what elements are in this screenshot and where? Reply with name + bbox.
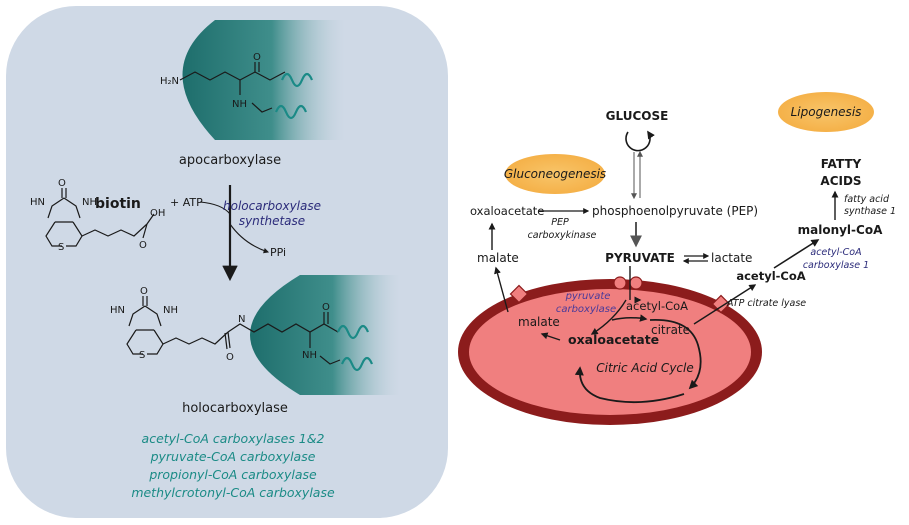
malate-out-label: malate: [477, 251, 519, 265]
nh-label: NH: [232, 99, 247, 110]
fas-label-line1: fatty acid: [844, 194, 890, 205]
holocarboxylase-structure: [126, 296, 341, 365]
carboxylase-item: methylcrotonyl-CoA carboxylase: [131, 485, 335, 500]
holo-nh2-label: NH: [302, 350, 317, 361]
malate-transporter: [509, 284, 529, 304]
tca-label: Citric Acid Cycle: [596, 361, 693, 375]
biotin-o-label: O: [58, 178, 66, 189]
citrate-transporter: [711, 294, 731, 314]
citric-acid-cycle: Citric Acid Cycle: [574, 314, 702, 404]
pyruvate-to-oxaloacetate-arrow: [590, 299, 627, 335]
glucose-cycle-arrow: [625, 130, 655, 152]
atp-citrate-lyase-label: ATP citrate lyase: [726, 298, 806, 309]
pep-label: phosphoenolpyruvate (PEP): [592, 204, 758, 218]
holo-s-label: S: [139, 350, 145, 361]
fatty-acids-label-1: FATTY: [821, 157, 862, 171]
citrate-label: citrate: [651, 323, 690, 337]
oxaloacetate-in-label: oxaloacetate: [568, 332, 659, 347]
apocarboxylase-enzyme: H₂N O NH: [160, 20, 345, 140]
holo-hn-label: HN: [110, 305, 125, 316]
holo-n-label: N: [238, 314, 245, 325]
amine-label: H₂N: [160, 76, 179, 87]
enzyme-name-line1: holocarboxylase: [223, 199, 321, 213]
acetyl-to-malonyl-arrow: [773, 239, 820, 269]
lipogenesis-label: Lipogenesis: [791, 105, 862, 119]
fas-label-line2: synthase 1: [844, 206, 896, 217]
oxaloacetate-top-label: oxaloacetate: [470, 204, 544, 218]
biotin-acid-o-label: O: [139, 240, 147, 251]
biotin-label: biotin: [95, 196, 141, 212]
apocarboxylase-label: apocarboxylase: [179, 153, 281, 168]
atp-label: + ATP: [170, 196, 203, 209]
malate-export-arrow: [494, 266, 509, 313]
malonyl-coa-label: malonyl-CoA: [798, 223, 883, 237]
carboxylase-item: pyruvate-CoA carboxylase: [150, 449, 316, 464]
carboxylase-item: propionyl-CoA carboxylase: [148, 467, 317, 482]
glycolysis-steps: [631, 150, 643, 200]
fatty-acids-label-2: ACIDS: [820, 174, 861, 188]
carboxylase-list: acetyl-CoA carboxylases 1&2 pyruvate-CoA…: [131, 431, 335, 500]
biotin-hn-label: HN: [30, 197, 45, 208]
lactate-label: lactate: [711, 251, 752, 265]
pyruvate-label: PYRUVATE: [605, 251, 675, 265]
biotin-nh-label: NH: [82, 197, 97, 208]
acetyl-coa-in-label: acetyl-CoA: [626, 299, 688, 313]
acc1-label-line1: acetyl-CoA: [810, 247, 861, 258]
glucose-label: GLUCOSE: [606, 109, 669, 123]
ppi-label: PPi: [270, 246, 286, 259]
holo-o-label: O: [140, 286, 148, 297]
oxaloacetate-to-malate-arrow: [540, 332, 561, 341]
enzyme-name-line2: synthetase: [239, 214, 305, 228]
pyruvate-transporter-2: [629, 276, 643, 290]
gluconeogenesis-pill: [505, 154, 605, 194]
biotin-oh-label: OH: [150, 208, 165, 219]
acetyl-coa-out-label: acetyl-CoA: [736, 269, 805, 283]
carboxylase-item: acetyl-CoA carboxylases 1&2: [142, 431, 325, 446]
gluconeogenesis-label: Gluconeogenesis: [504, 167, 606, 181]
mitochondrion-inner: [469, 289, 751, 415]
holo-amide-o-label: O: [226, 352, 234, 363]
pepck-label-line2: carboxykinase: [528, 230, 597, 241]
acc1-label-line2: carboxylase 1: [803, 260, 869, 271]
carbonyl-o-label: O: [253, 52, 261, 63]
biotin-structure: [45, 188, 155, 247]
citrate-export-arrow: [693, 284, 757, 325]
pyruvate-transporter-1: [613, 276, 627, 290]
pc-label-line1: pyruvate: [565, 291, 611, 302]
holocarboxylase-label: holocarboxylase: [182, 401, 288, 416]
pc-label-line2: carboxylase: [556, 304, 616, 315]
malate-in-label: malate: [518, 315, 560, 329]
biotin-s-label: S: [58, 242, 64, 253]
holo-nh-label: NH: [163, 305, 178, 316]
lipogenesis-pill: [778, 92, 874, 132]
holo-carbonyl-o-label: O: [322, 302, 330, 313]
pepck-label-line1: PEP: [551, 217, 569, 228]
